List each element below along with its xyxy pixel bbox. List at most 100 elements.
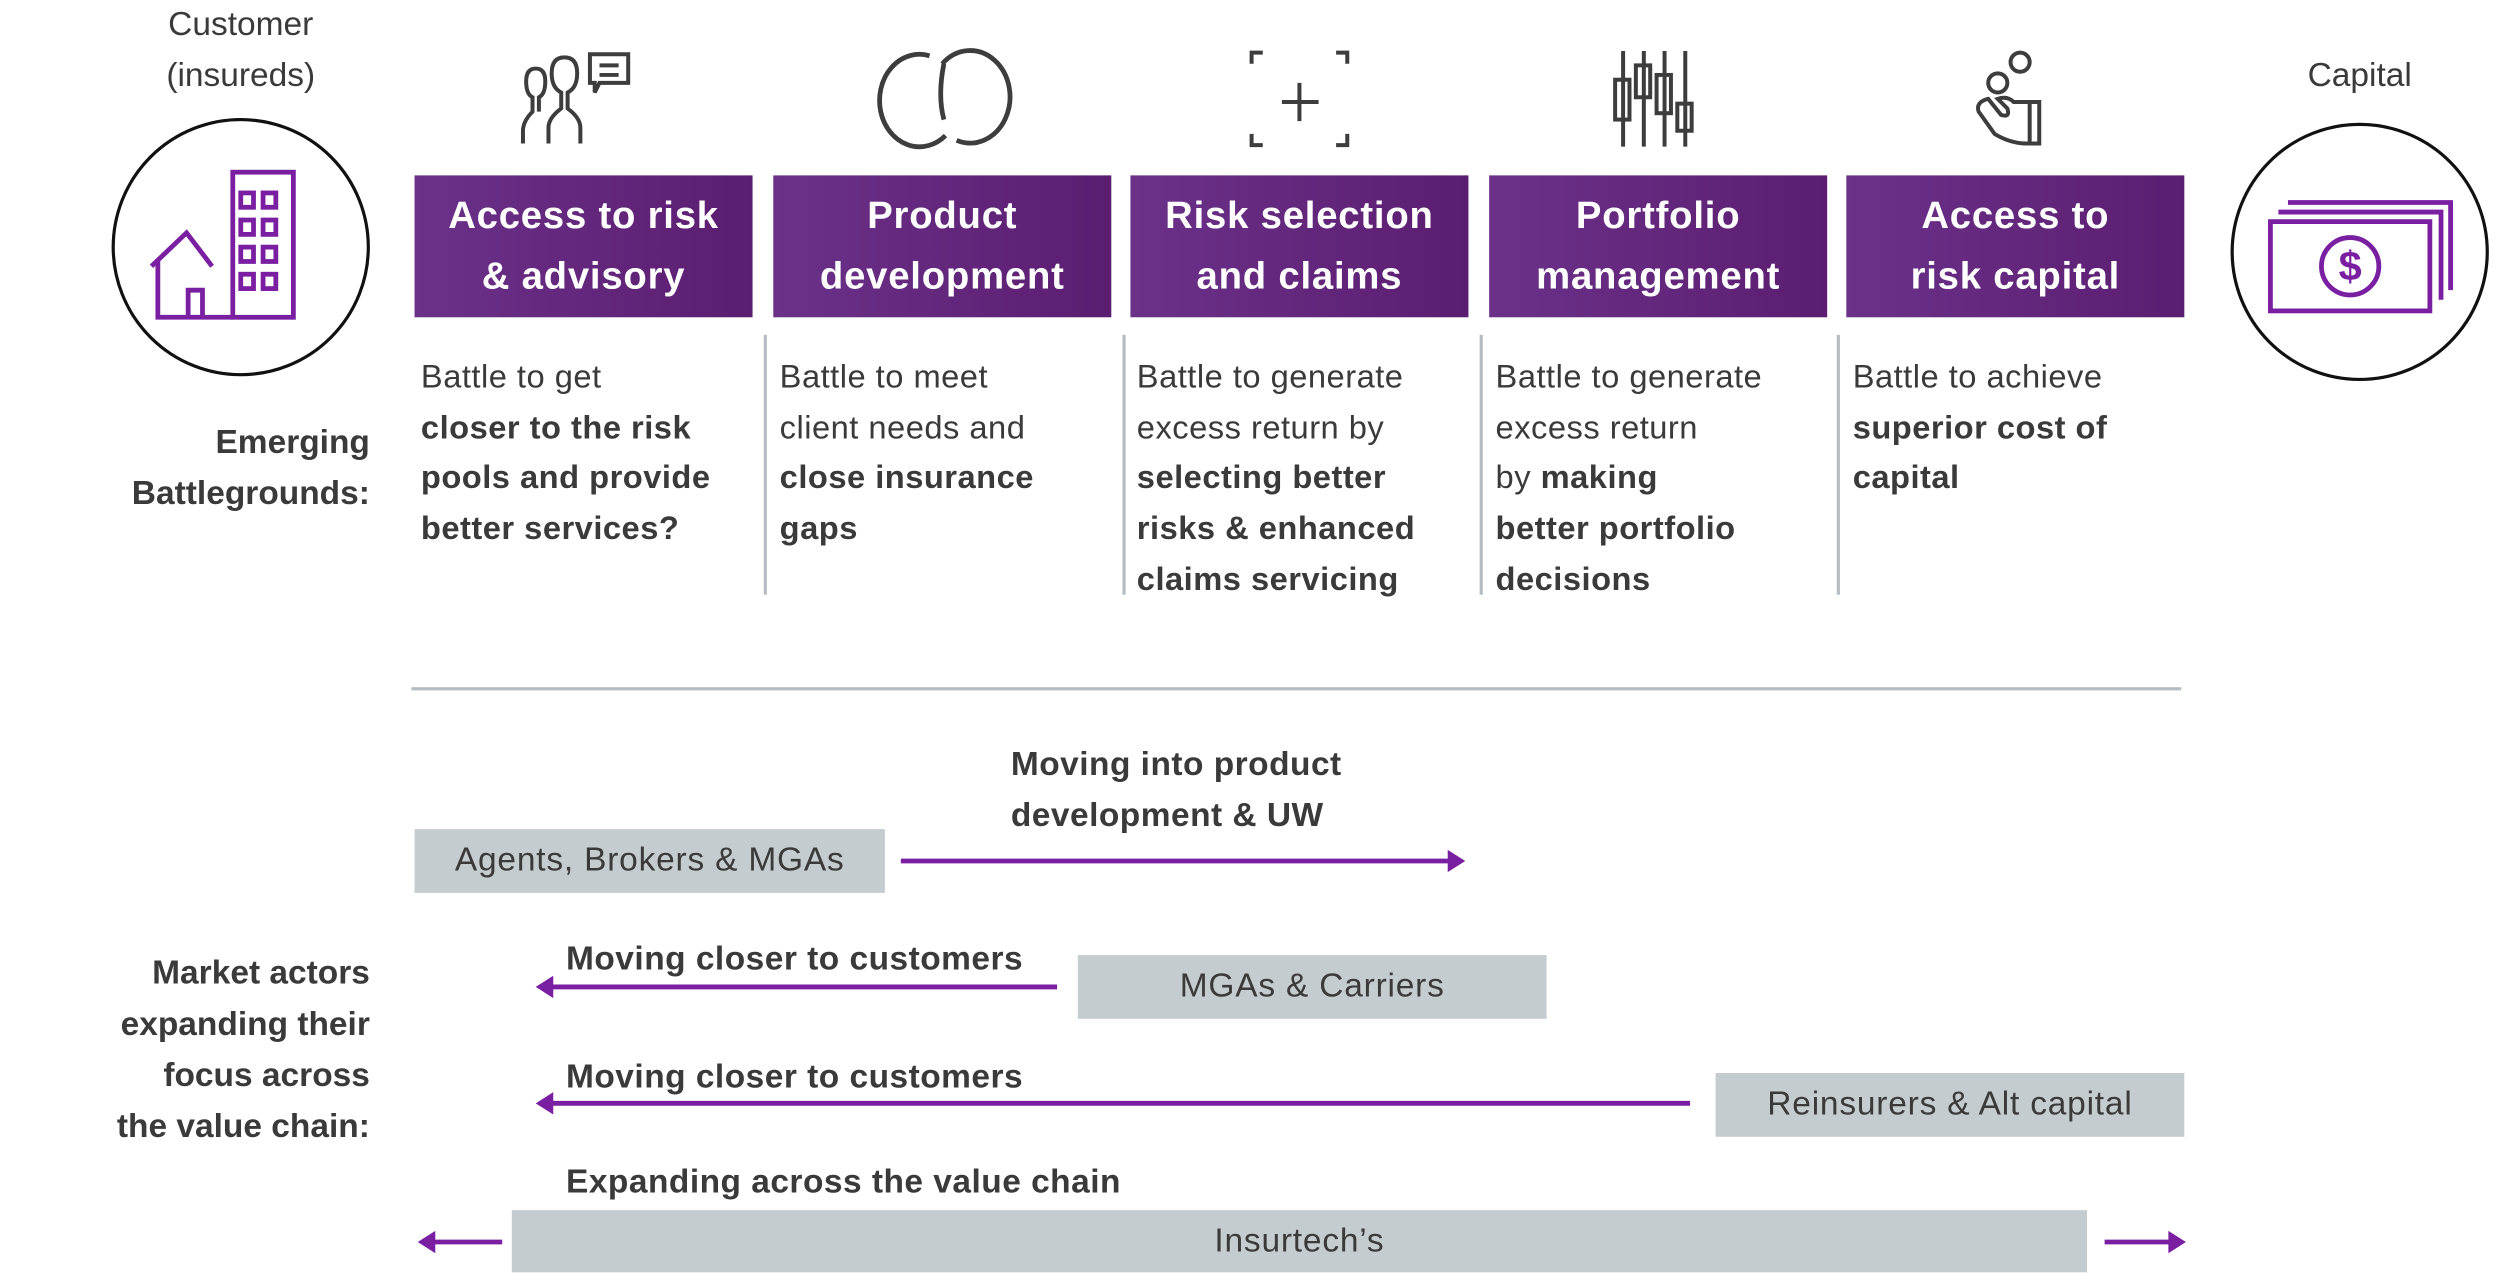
customer-label-line1: Customer — [168, 6, 314, 44]
insurtech-box: Insurtech’s — [511, 1210, 2088, 1273]
capital-label: Capital — [2307, 57, 2412, 95]
label-line: focus across — [163, 1057, 370, 1094]
section-divider — [411, 687, 2182, 690]
label-line: Emerging — [215, 424, 370, 461]
customer-label-line2: (insureds) — [166, 57, 316, 95]
stage-title-line: & advisory — [481, 254, 686, 298]
emerging-battlegrounds-label: Emerging Battlegrounds: — [132, 418, 370, 520]
svg-text:$: $ — [2339, 243, 2362, 290]
desc-line: claims servicing — [1137, 555, 1480, 606]
right-arrow-insurtech — [2104, 1230, 2186, 1254]
desc-bold-text: better portfolio — [1495, 510, 1736, 548]
desc-line: gaps — [780, 504, 1123, 555]
left-arrow-mgas — [535, 975, 1058, 999]
desc-bold-text: risks & enhanced — [1136, 510, 1416, 548]
stage-title-line: Portfolio — [1575, 193, 1741, 237]
stage-title-line: Risk selection — [1165, 193, 1434, 237]
desc-line: by making — [1496, 453, 1839, 504]
desc-bold-text: closer to the risk — [420, 409, 692, 446]
banknotes-dollar-icon: $ — [2268, 200, 2453, 314]
desc-text: Battle to meet — [779, 358, 989, 396]
stage-box-portfolio-management: Portfolio management — [1489, 175, 1828, 318]
stage-box-product-development: Product development — [773, 175, 1112, 318]
agents-movement-label: Moving into product development & UW — [1011, 740, 1342, 842]
left-arrow-insurtech — [417, 1230, 503, 1254]
market-actors-label: Market actors expanding their focus acro… — [117, 949, 370, 1153]
stage-title-line: Product — [867, 193, 1018, 237]
desc-line: Battle to get — [421, 352, 764, 403]
desc-line: Battle to generate — [1137, 352, 1480, 403]
insurtech-movement-label: Expanding across the value chain — [566, 1163, 1121, 1201]
desc-bold-text: superior cost of — [1852, 409, 2108, 446]
mgas-carriers-box: MGAs & Carriers — [1077, 955, 1547, 1019]
column-divider — [1479, 334, 1482, 595]
desc-line: excess return by — [1137, 403, 1480, 454]
desc-line: close insurance — [780, 453, 1123, 504]
desc-bold-text: making — [1540, 459, 1658, 497]
battleground-desc: Battle to get closer to the risk pools and… — [421, 352, 764, 554]
desc-bold-text: pools and provide — [420, 459, 711, 497]
desc-line: excess return — [1496, 403, 1839, 454]
battleground-desc: Battle to generate excess return by making… — [1496, 352, 1839, 605]
desc-text: client needs and — [779, 409, 1026, 446]
battleground-desc: Battle to meet client needs and close insu… — [780, 352, 1123, 554]
desc-text: Battle to generate — [1136, 358, 1404, 396]
desc-text: Battle to generate — [1495, 358, 1763, 396]
column-divider — [763, 334, 767, 595]
stage-title-line: management — [1536, 254, 1781, 298]
desc-line: Battle to generate — [1496, 352, 1839, 403]
right-arrow-agents — [900, 849, 1466, 873]
battleground-desc: Battle to generate excess return by select… — [1137, 352, 1480, 605]
desc-bold-text: decisions — [1495, 560, 1651, 598]
agents-brokers-mgas-box: Agents, Brokers & MGAs — [414, 829, 885, 893]
hand-coins-icon — [1846, 45, 2184, 153]
column-divider — [1836, 334, 1840, 595]
desc-line: superior cost of — [1853, 403, 2196, 454]
reinsurers-movement-label: Moving closer to customers — [566, 1058, 1024, 1096]
battleground-desc: Battle to achieve superior cost of capital — [1853, 352, 2196, 504]
desc-bold-text: claims servicing — [1136, 560, 1399, 598]
stage-title-line: Access to risk — [448, 193, 719, 237]
desc-text: excess return by — [1136, 409, 1385, 446]
desc-line: better portfolio — [1496, 504, 1839, 555]
desc-bold-text: better services? — [420, 510, 680, 548]
desc-line: closer to the risk — [421, 403, 764, 454]
desc-line: selecting better — [1137, 453, 1480, 504]
desc-line: client needs and — [780, 403, 1123, 454]
desc-bold-text: gaps — [779, 510, 858, 548]
desc-line: better services? — [421, 504, 764, 555]
mgas-movement-label: Moving closer to customers — [566, 940, 1024, 978]
candlestick-chart-icon — [1489, 45, 1827, 153]
label-line: Battlegrounds: — [131, 475, 370, 512]
stage-box-risk-selection-claims: Risk selection and claims — [1130, 175, 1469, 318]
desc-text: by — [1495, 459, 1541, 497]
desc-line: risks & enhanced — [1137, 504, 1480, 555]
desc-bold-text: close insurance — [779, 459, 1034, 497]
label-line: the value chain: — [116, 1108, 370, 1145]
label-line: expanding their — [120, 1006, 370, 1043]
interlocking-rings-icon — [773, 45, 1111, 153]
reinsurers-alt-capital-box: Reinsurers & Alt capital — [1715, 1073, 2185, 1137]
stage-title-line: development — [819, 254, 1065, 298]
label-line: development & UW — [1010, 797, 1324, 834]
desc-line: Battle to achieve — [1853, 352, 2196, 403]
desc-text: excess return — [1495, 409, 1698, 446]
customer-label: Customer (insureds) — [97, 0, 384, 102]
building-house-icon — [149, 169, 296, 320]
customer-circle — [111, 117, 370, 377]
label-line: Moving into product — [1010, 746, 1342, 783]
desc-bold-text: capital — [1852, 459, 1960, 497]
stage-box-access-risk-advisory: Access to risk & advisory — [414, 175, 753, 318]
desc-line: decisions — [1496, 555, 1839, 606]
crosshair-frame-icon — [1130, 45, 1468, 153]
label-line: Market actors — [152, 955, 370, 992]
desc-line: pools and provide — [421, 453, 764, 504]
column-divider — [1122, 334, 1125, 595]
desc-text: Battle to get — [420, 358, 602, 396]
desc-line: Battle to meet — [780, 352, 1123, 403]
stage-title-line: and claims — [1196, 254, 1403, 298]
capital-circle: $ — [2230, 122, 2489, 382]
desc-line: capital — [1853, 453, 2196, 504]
